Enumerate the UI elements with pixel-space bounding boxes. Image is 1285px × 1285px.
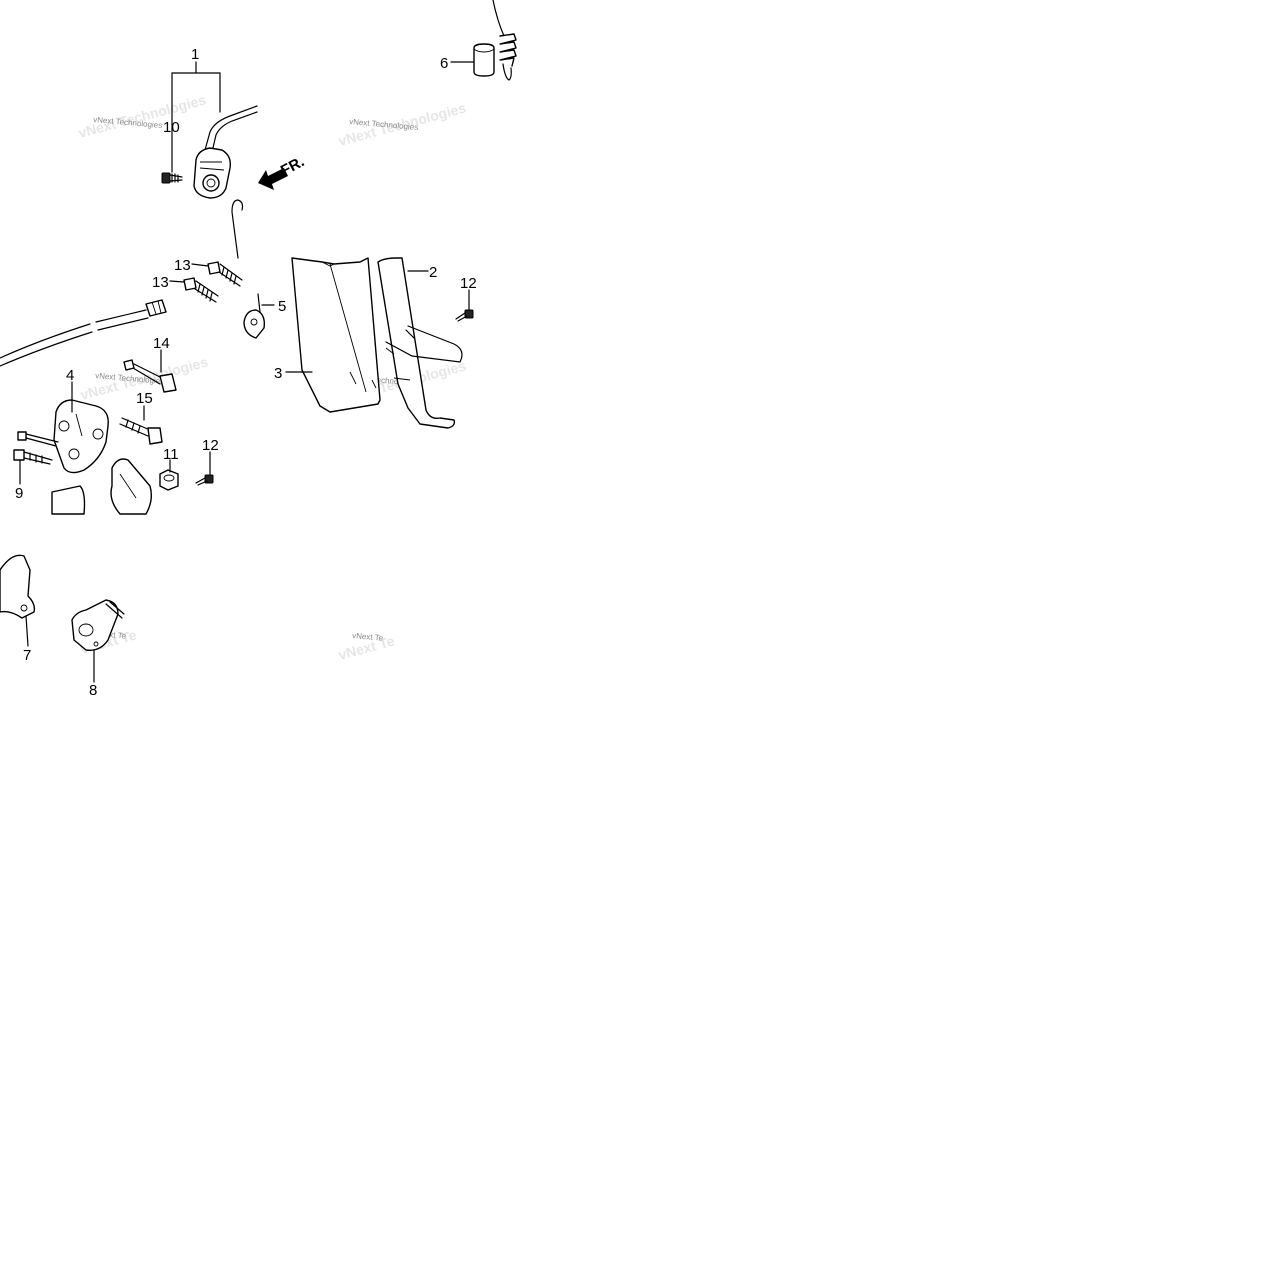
part-7-bracket [0,554,36,619]
part-15-bolt [119,417,163,445]
part-1-switch-cable [193,105,258,199]
callout-15: 15 [136,390,153,407]
callout-13-lower: 13 [152,274,169,291]
hook-wire [231,199,244,259]
part-2-stand [377,257,463,429]
callout-13-upper: 13 [174,257,191,274]
part-13-bolts [183,261,243,303]
watermark-text: vNext Te [95,629,127,641]
part-3-cover [291,257,381,413]
callout-1: 1 [191,46,199,63]
cable-assembly [0,299,167,367]
part-12-screw-upper [455,309,474,322]
part-4-bracket [53,399,109,474]
callout-14: 14 [153,335,170,352]
front-direction-arrow: FR. [258,153,307,190]
callout-3: 3 [274,365,282,382]
part-8-bracket [71,599,125,651]
callout-12-lower: 12 [202,437,219,454]
part-12-screw-lower [195,474,214,486]
part-11-nut [159,469,179,491]
callout-10: 10 [163,119,180,136]
callout-11: 11 [163,446,179,463]
callout-9: 9 [15,485,23,502]
callout-7: 7 [23,647,31,664]
watermark-text: vNext Te [352,631,384,643]
part-14-bolt [123,359,177,393]
part-10-screw [161,172,183,184]
callout-8: 8 [89,682,97,699]
arrow-icon [258,168,288,190]
lower-bracket-pieces [51,458,153,515]
callout-12-upper: 12 [460,275,477,292]
leader-lines [19,61,475,683]
part-9-bolts [13,431,59,465]
callout-6: 6 [440,55,448,72]
part-5-clip [243,293,266,339]
callout-5: 5 [278,298,286,315]
callout-4: 4 [66,367,74,384]
part-6-spring-collar [473,0,517,81]
callout-2: 2 [429,264,437,281]
callout-labels: 1 2 3 4 5 6 7 8 9 10 11 12 12 13 13 14 1… [15,46,477,699]
